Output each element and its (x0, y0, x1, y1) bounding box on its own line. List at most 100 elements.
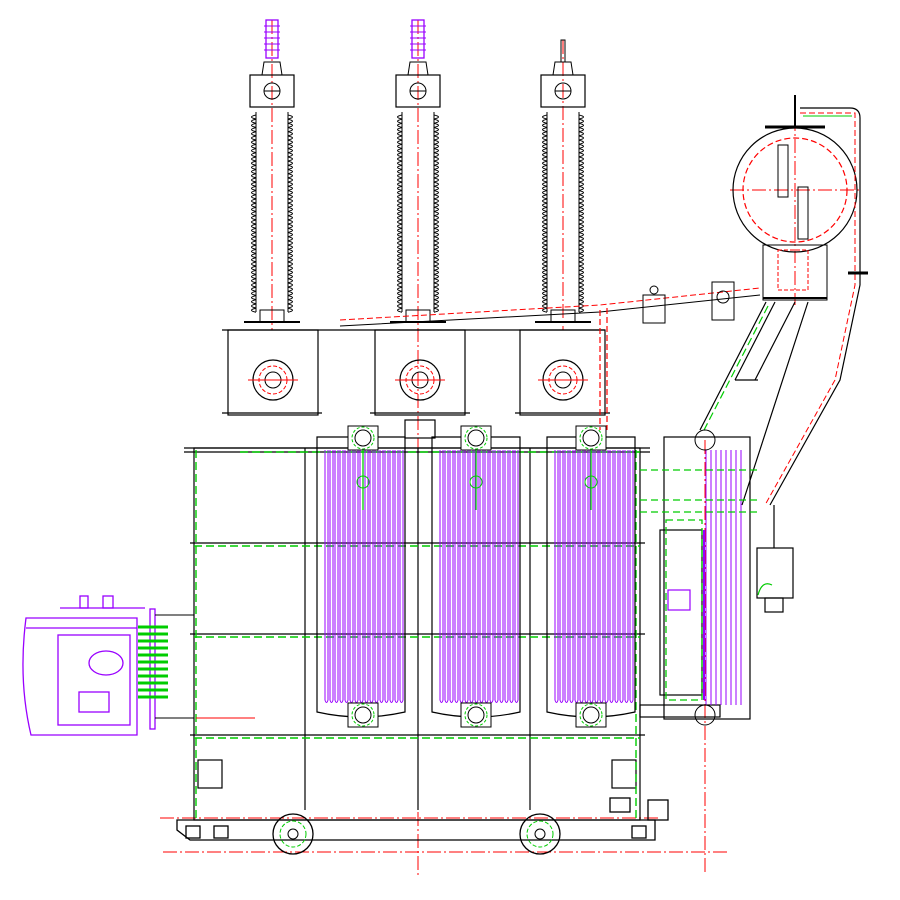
bushing-shed (397, 286, 439, 292)
bushing-shed (397, 240, 439, 246)
bushing-shed (251, 156, 293, 162)
radiator-fin (334, 450, 339, 703)
radiator-fin (344, 450, 349, 703)
radiator-fin (449, 450, 454, 703)
radiator-fin (619, 450, 624, 703)
radiator-fin (374, 450, 379, 703)
radiator-fin (339, 450, 344, 703)
bushing-shed (542, 274, 584, 280)
bushing-shed (397, 236, 439, 242)
bushing-1 (244, 19, 300, 323)
radiator-3 (546, 425, 636, 728)
bushing-shed (251, 148, 293, 154)
turret-flange (248, 359, 298, 401)
radiator-fin (559, 450, 564, 703)
radiator-fin (609, 450, 614, 703)
bushing-shed (397, 227, 439, 233)
bushing-terminal (411, 19, 425, 59)
radiator-fin (484, 450, 489, 703)
bushing-shed (251, 198, 293, 204)
radiator-fin (584, 450, 589, 703)
bushing-shed (251, 206, 293, 212)
bushing-shed (397, 274, 439, 280)
radiator-fin (514, 450, 519, 703)
bushing-shed (397, 177, 439, 183)
radiator-fin (494, 450, 499, 703)
bushing-shed (542, 227, 584, 233)
bushing-shed (397, 139, 439, 145)
bushing-shed (542, 240, 584, 246)
radiator-2 (431, 425, 521, 728)
bushing-shed (251, 269, 293, 275)
bushing-shed (251, 244, 293, 250)
bushing-shed (397, 164, 439, 170)
radiator-fin (444, 450, 449, 703)
radiator-fin (569, 450, 574, 703)
bushing-shed (397, 290, 439, 296)
bushing-shed (251, 181, 293, 187)
bushing-shed (397, 206, 439, 212)
bushing-shed (542, 206, 584, 212)
bushing-shed (251, 173, 293, 179)
wheel-left (272, 813, 314, 855)
radiator-fin (379, 450, 384, 703)
bushing-shed (397, 131, 439, 137)
radiator-fin (604, 450, 609, 703)
bushing-head (249, 74, 295, 108)
radiator-fin (599, 450, 604, 703)
bushing-shed (251, 286, 293, 292)
bushing-shed (251, 219, 293, 225)
bushing-shed (397, 190, 439, 196)
cable-box-fins (138, 625, 168, 699)
bushing-shed (251, 152, 293, 158)
bushing-shed (251, 278, 293, 284)
bushing-shed (397, 244, 439, 250)
bushing-2 (390, 19, 446, 323)
bushing-shed (251, 232, 293, 238)
radiator-fin (354, 450, 359, 703)
bushing-shed (251, 131, 293, 137)
radiator-fin (394, 450, 399, 703)
bushing-shed (542, 248, 584, 254)
radiator-fin (459, 450, 464, 703)
bushing-shed (397, 269, 439, 275)
bushing-shed (251, 118, 293, 124)
bushing-shed (251, 257, 293, 263)
bushing-shed (251, 127, 293, 133)
radiator-1 (316, 425, 406, 728)
bushing-shed (397, 278, 439, 284)
radiator-fin (629, 450, 634, 703)
radiator-fin (509, 450, 514, 703)
bushing-shed (542, 139, 584, 145)
bushing-shed (251, 190, 293, 196)
bushing-shed (542, 156, 584, 162)
bushing-shed (542, 173, 584, 179)
bushing-shed (542, 253, 584, 259)
bushing-shed (397, 307, 439, 313)
bushing-shed (542, 215, 584, 221)
radiator-fin (389, 450, 394, 703)
cable-box (22, 595, 156, 736)
radiator-fin (469, 450, 474, 703)
bushing-shed (542, 261, 584, 267)
bushing-shed (542, 244, 584, 250)
bushing-shed (542, 290, 584, 296)
bushing-shed (542, 185, 584, 191)
bushing-shed (251, 290, 293, 296)
bushing-shed (397, 143, 439, 149)
cooler-valve (694, 704, 716, 726)
bushing-shed (251, 185, 293, 191)
radiator-fin (384, 450, 389, 703)
bushing-shed (397, 261, 439, 267)
radiator-fin (574, 450, 579, 703)
cooler-panel (639, 436, 751, 720)
bushing-shed (542, 202, 584, 208)
bushing-shed (397, 232, 439, 238)
bushing-shed (542, 190, 584, 196)
oil-pipe (339, 281, 761, 430)
bushing-shed (251, 253, 293, 259)
bushing-shed (542, 114, 584, 120)
bushing-shed (251, 227, 293, 233)
bushing-shed (397, 135, 439, 141)
bushing-shed (251, 265, 293, 271)
